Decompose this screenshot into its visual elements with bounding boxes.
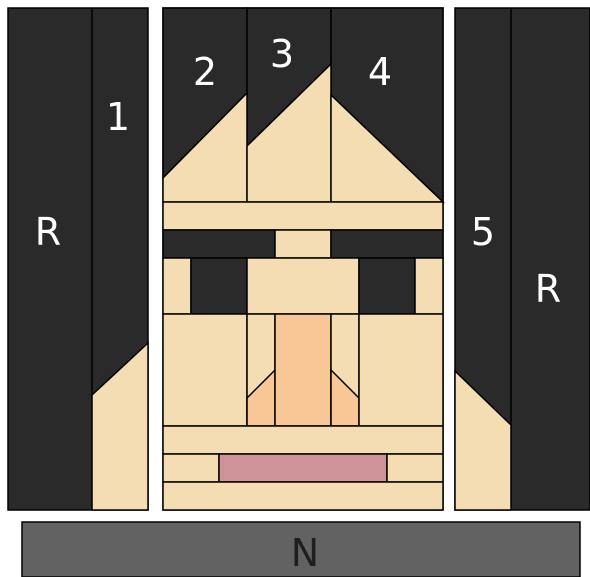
right-eyebrow [331,230,443,258]
label-2: 2 [193,50,217,94]
right-eye [359,258,415,314]
right-cheek [359,314,443,426]
label-5: 5 [471,210,495,254]
mouth-right [387,454,443,482]
left-eye [191,258,247,314]
label-1: 1 [106,95,130,139]
chin-band [163,482,443,510]
mouth-left [163,454,219,482]
right-panel [455,8,590,510]
left-cheek [163,314,247,426]
label-left-r: R [35,210,61,254]
upper-lip-band [163,426,443,454]
nose [275,314,331,426]
label-3: 3 [270,32,294,76]
forehead-band [163,202,443,230]
eye-row-right-edge [415,258,443,314]
eye-row-left-edge [163,258,191,314]
left-eyebrow [163,230,275,258]
label-right-r: R [535,267,561,311]
brow-bridge [275,230,331,258]
eye-row-center [247,258,359,314]
mouth [219,454,387,482]
label-4: 4 [368,50,392,94]
label-n: N [291,531,319,575]
left-panel [8,8,148,510]
